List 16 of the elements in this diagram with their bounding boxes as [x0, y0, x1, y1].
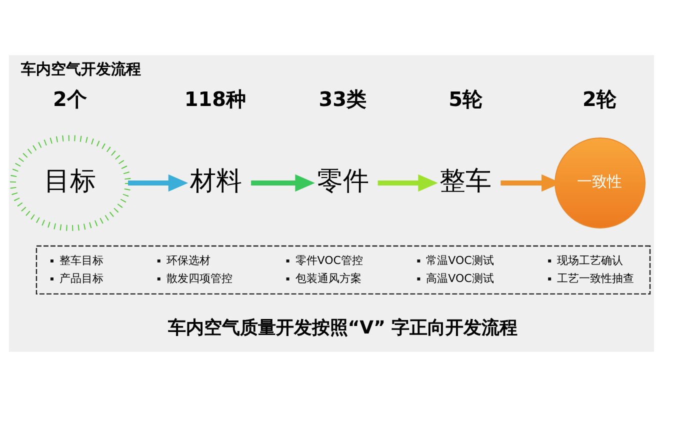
node-label: 2个: [52, 87, 86, 112]
caption: 车内空气质量开发按照“V” 字正向开发流程: [167, 317, 518, 338]
node-ellipse: 目标: [10, 135, 130, 231]
node-text: 材料: [189, 166, 242, 196]
arrow: [250, 174, 314, 192]
arrow: [128, 174, 188, 192]
arrow: [377, 174, 438, 192]
node-box: 整车目标 环保选材 零件VOC管控 常温VOC测试 现场工艺确认 产品目标 散发四项管控 包装通风方案 高温VOC测试 工艺一致性抽查: [35, 245, 650, 295]
node-label: 33类: [318, 87, 366, 112]
diagram-title: 车内空气开发流程: [20, 60, 140, 78]
node-label: 118种: [184, 87, 246, 112]
node-label: 5轮: [448, 87, 482, 112]
node-label: 2轮: [582, 87, 616, 112]
node-text: 整车: [439, 166, 492, 196]
node-text: 零件: [316, 166, 368, 196]
node-circle: 一致性: [554, 138, 646, 228]
